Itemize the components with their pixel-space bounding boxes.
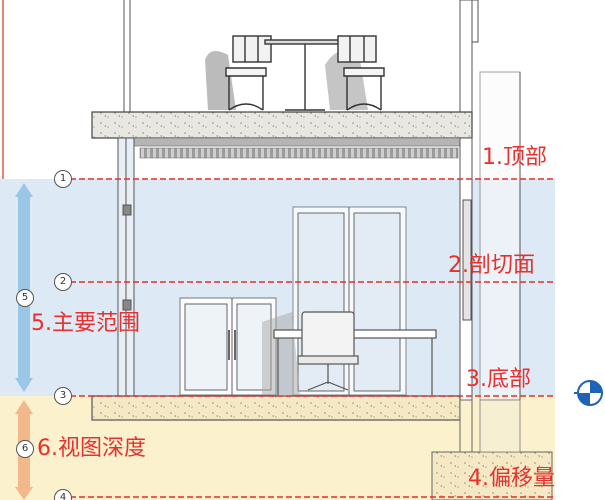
footing <box>431 451 553 500</box>
level-marker-1: 1 <box>54 170 72 188</box>
cabinet <box>179 297 277 396</box>
level-marker-2: 2 <box>54 273 72 291</box>
table-and-chairs-upper <box>205 35 385 111</box>
quadrant-circle-icon <box>574 380 603 406</box>
label-cut-plane: 2.剖切面 <box>448 253 535 278</box>
label-view-depth: 6.视图深度 <box>37 436 146 461</box>
range-marker-5: 5 <box>16 289 34 307</box>
level-marker-3: 3 <box>54 387 72 405</box>
ceiling-grille <box>139 147 459 159</box>
label-top: 1.顶部 <box>482 145 547 170</box>
label-offset: 4.偏移量 <box>468 466 555 491</box>
upper-columns <box>123 0 479 113</box>
desk-and-chair <box>262 311 437 395</box>
label-primary-range: 5.主要范围 <box>31 311 140 336</box>
left-curtain-wall <box>117 137 135 397</box>
primary-range-arrow <box>15 183 33 392</box>
lower-right-wall <box>479 399 521 453</box>
ceiling-beam <box>129 137 461 147</box>
lower-floor-slab <box>91 395 461 421</box>
upper-floor-slab <box>91 111 473 139</box>
back-door <box>292 206 407 396</box>
right-walls <box>459 71 521 401</box>
label-bottom: 3.底部 <box>466 367 531 392</box>
range-marker-6: 6 <box>16 440 34 458</box>
level-marker-4: 4 <box>54 489 72 500</box>
